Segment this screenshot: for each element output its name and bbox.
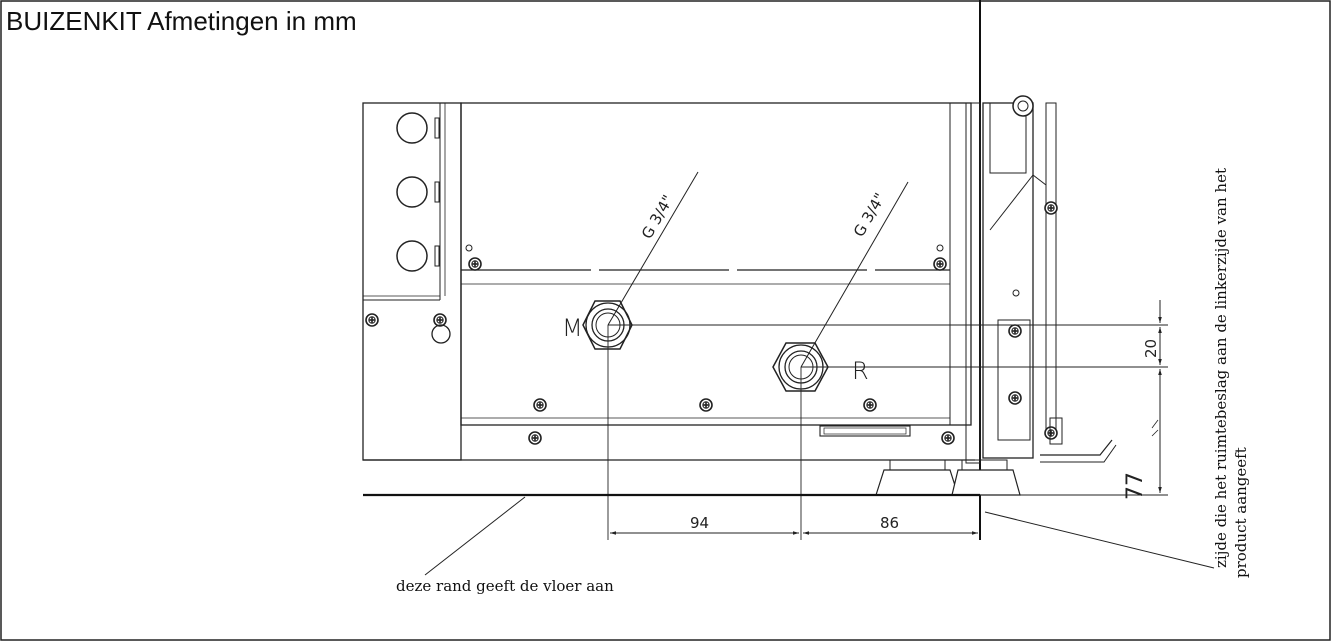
floor-note: deze rand geeft de vloer aan (396, 577, 614, 595)
feet (875, 459, 1021, 496)
side-bracket (982, 95, 1117, 463)
side-note-line2: product aangeeft (1232, 447, 1250, 578)
dim-86: 86 (880, 514, 899, 532)
dim-77: 77 (1123, 472, 1148, 500)
vertical-dimension: 20 77 (1123, 300, 1162, 500)
dim-20: 20 (1142, 339, 1160, 358)
main-unit (363, 102, 981, 464)
dim-94: 94 (690, 514, 709, 532)
page-title: BUIZENKIT Afmetingen in mm (6, 6, 357, 36)
cable-hole (396, 176, 428, 208)
left-cabinet (362, 102, 462, 461)
thread-label-right: G 3/4" (850, 190, 889, 240)
side-note-line1: zijde die het ruimtebeslag aan de linker… (1212, 168, 1230, 568)
cable-hole (396, 112, 428, 144)
cable-hole (396, 240, 428, 272)
horizontal-dimension: 94 86 (610, 514, 978, 535)
floor-leader (424, 496, 526, 576)
port-label-r: R (852, 357, 869, 385)
port-label-m: M (562, 314, 583, 342)
side-leader (984, 511, 1215, 569)
